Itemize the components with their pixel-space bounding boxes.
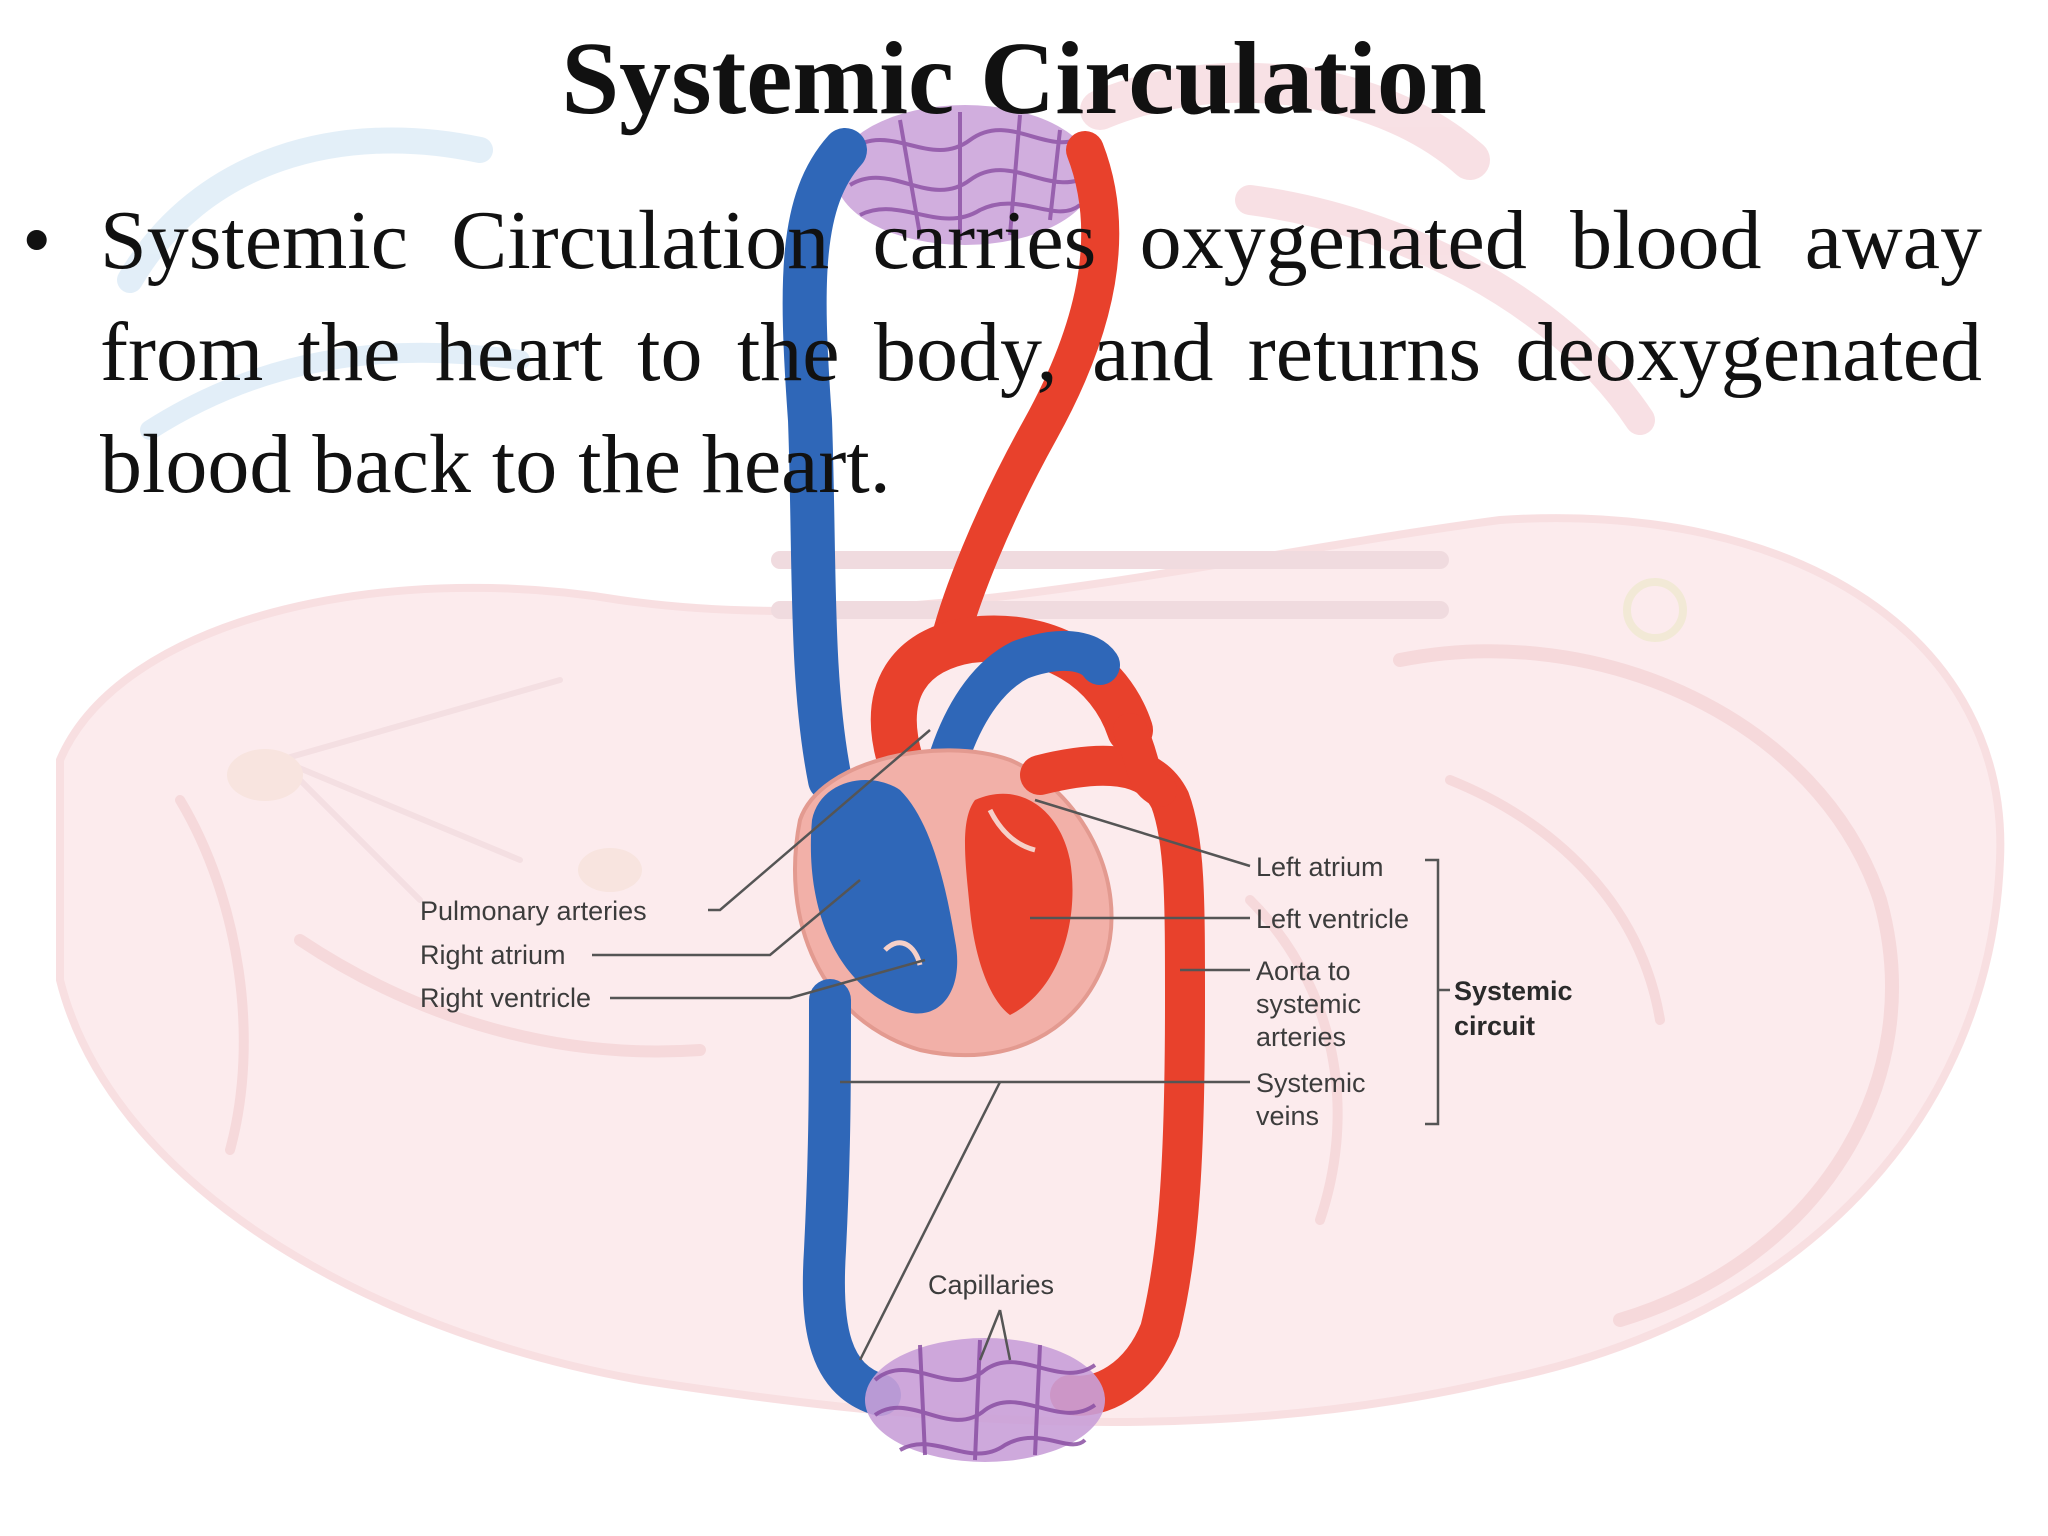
label-systemic-veins-line2: veins	[1256, 1101, 1319, 1131]
label-pulmonary-arteries: Pulmonary arteries	[420, 896, 647, 926]
label-aorta-line1: Aorta to	[1256, 956, 1351, 986]
label-left-ventricle: Left ventricle	[1256, 904, 1409, 934]
slide-title: Systemic Circulation	[561, 21, 1487, 136]
bullet-dot-icon: •	[22, 194, 52, 287]
label-right-atrium: Right atrium	[420, 940, 566, 970]
left-heart-chambers	[965, 793, 1073, 1015]
label-capillaries: Capillaries	[928, 1270, 1054, 1300]
label-left-atrium: Left atrium	[1256, 852, 1384, 882]
lower-capillary-bed	[865, 1338, 1105, 1462]
leader-lines	[592, 729, 1450, 1361]
label-systemic-veins-line1: Systemic	[1256, 1068, 1366, 1098]
pulmonary-vessel-blue	[782, 128, 867, 802]
label-aorta-line2: systemic	[1256, 989, 1361, 1019]
label-systemic-circuit-line1: Systemic	[1454, 976, 1573, 1006]
bullet-text: Systemic Circulation carries oxygenated …	[100, 194, 1982, 511]
systemic-vein	[802, 979, 901, 1416]
pulmonary-vessel-red	[931, 131, 1120, 659]
right-heart-chambers	[810, 780, 958, 1014]
label-aorta-line3: arteries	[1256, 1022, 1346, 1052]
upper-capillary-bed	[835, 105, 1095, 245]
bullet-point: • Systemic Circulation carries oxygenate…	[22, 185, 1982, 521]
label-systemic-circuit-line2: circuit	[1454, 1011, 1535, 1041]
label-right-ventricle: Right ventricle	[420, 983, 591, 1013]
